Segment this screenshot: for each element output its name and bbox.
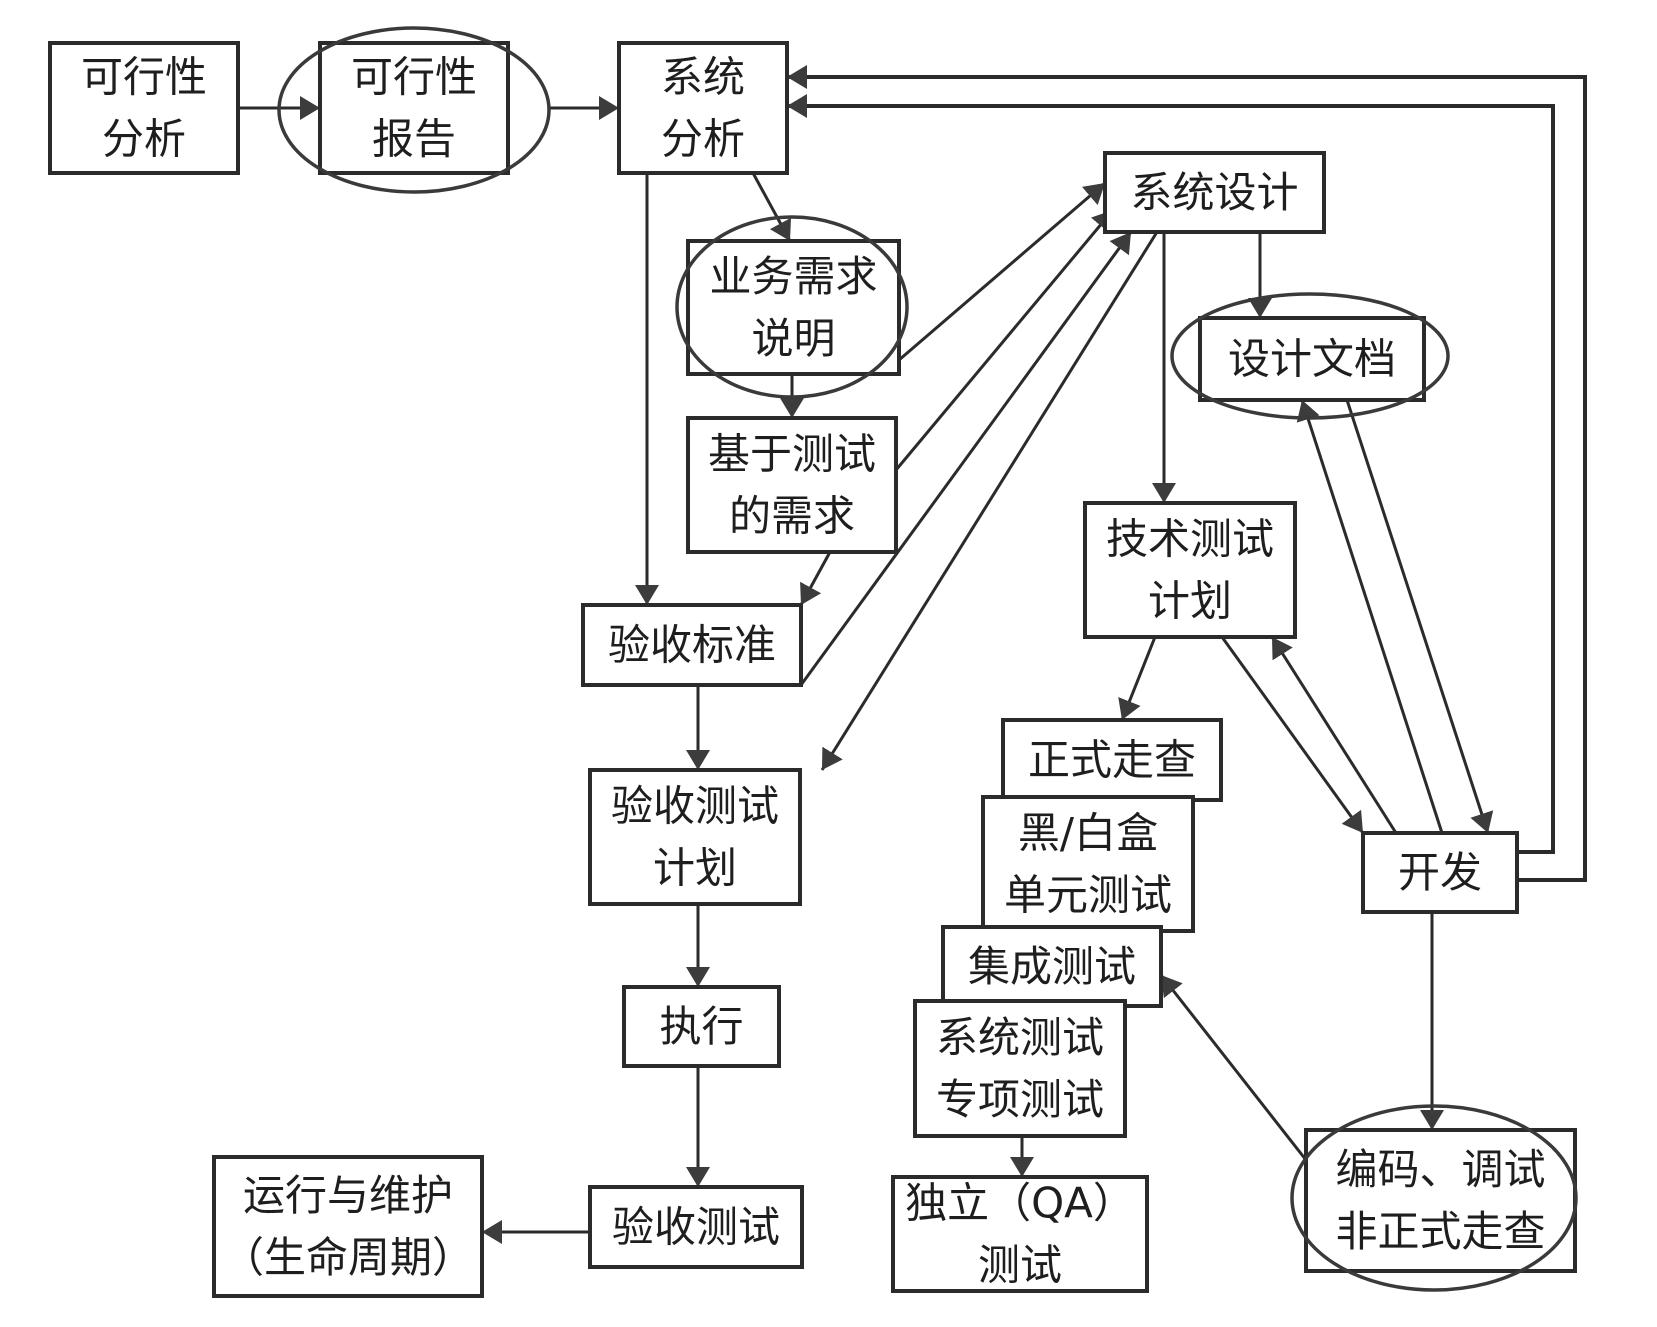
node-label-line: 系统测试 — [936, 1013, 1104, 1062]
node-label-line: 可行性 — [81, 53, 207, 102]
node-label-line: 分析 — [102, 115, 186, 164]
node-label-line: 验收标准 — [608, 621, 776, 670]
node-box — [941, 925, 1163, 1008]
node-box — [588, 1185, 804, 1269]
node-design-docs: 设计文档 — [1170, 292, 1450, 420]
edge-system-design-to-acceptance-test-plan — [820, 231, 1159, 771]
edges-layer — [238, 65, 1587, 1244]
node-independent-qa-test: 独立（QA） 测试 — [891, 1175, 1149, 1293]
node-operation-maintenance: 运行与维护 （生命周期） — [212, 1155, 484, 1298]
node-label-line: 独立（QA） — [905, 1179, 1135, 1228]
node-acceptance-test: 验收测试 — [588, 1185, 804, 1269]
node-label-line: 验收测试 — [611, 782, 779, 831]
edge-system-analysis-to-business-requirements — [751, 172, 792, 242]
node-box — [686, 239, 901, 376]
node-label-line: 验收测试 — [612, 1203, 780, 1252]
node-label-line: 报告 — [372, 115, 456, 164]
node-label-line: 集成测试 — [968, 942, 1136, 991]
node-label-line: 设计文档 — [1228, 335, 1396, 384]
node-label-line: 技术测试 — [1106, 515, 1274, 564]
node-box — [1001, 718, 1223, 802]
node-box — [1361, 831, 1519, 914]
edge-technical-test-plan-to-development — [1220, 636, 1365, 834]
node-label-line: 可行性 — [351, 53, 477, 102]
node-box — [588, 768, 802, 906]
edge-development-to-system-analysis — [787, 65, 1587, 882]
node-box — [913, 999, 1127, 1138]
node-label-line: 单元测试 — [1004, 871, 1172, 920]
node-label-line: 运行与维护 — [243, 1171, 453, 1220]
edge-coding-debugging-to-integration-test — [1159, 974, 1308, 1161]
node-formal-walkthrough: 正式走查 — [1001, 718, 1223, 802]
edge-development-to-design-docs — [1296, 399, 1444, 834]
node-development: 开发 — [1361, 831, 1519, 914]
node-label-line: 分析 — [661, 115, 745, 164]
node-label-line: 非正式走查 — [1335, 1207, 1545, 1256]
node-label-line: 计划 — [1148, 577, 1232, 626]
node-label-line: 正式走查 — [1028, 736, 1196, 785]
node-label-line: 业务需求 — [709, 252, 877, 301]
edge-development-to-technical-test-plan — [1270, 636, 1398, 834]
edge-design-docs-to-development — [1345, 399, 1494, 834]
node-box — [1304, 1128, 1577, 1273]
node-label-line: 基于测试 — [708, 430, 876, 479]
node-box — [891, 1175, 1149, 1293]
node-label-line: 系统 — [661, 53, 745, 102]
edge-test-based-requirements-to-system-design — [894, 209, 1115, 471]
node-label-line: 执行 — [659, 1002, 743, 1051]
edge-technical-test-plan-to-formal-walkthrough — [1118, 636, 1157, 721]
deliverable-ellipse — [675, 215, 909, 399]
node-box — [622, 985, 781, 1068]
node-integration-test: 集成测试 — [941, 925, 1163, 1008]
edge-test-based-requirements-to-acceptance-criteria — [799, 551, 832, 606]
node-label-line: （生命周期） — [222, 1233, 474, 1282]
node-label-line: 测试 — [978, 1241, 1062, 1290]
node-system-design: 系统设计 — [1103, 151, 1326, 234]
node-box — [1103, 151, 1326, 234]
node-box — [1198, 316, 1426, 402]
node-box — [981, 795, 1195, 933]
node-label-line: 黑/白盒 — [1018, 809, 1158, 858]
node-execute: 执行 — [622, 985, 781, 1068]
node-label-line: 编码、调试 — [1335, 1145, 1545, 1194]
node-box — [686, 416, 898, 554]
node-label-line: 的需求 — [729, 492, 855, 541]
edge-business-requirements-to-system-design — [898, 181, 1106, 362]
node-box — [48, 41, 240, 175]
edge-development-to-system-analysis — [787, 94, 1555, 854]
node-box — [212, 1155, 484, 1298]
nodes-layer: 可行性分析可行性报告系统分析业务需求说明基于测试的需求验收标准验收测试计划执行验… — [48, 26, 1578, 1298]
deliverable-ellipse — [1290, 1104, 1578, 1292]
node-box — [1083, 501, 1297, 639]
deliverable-ellipse — [1170, 292, 1450, 420]
node-box — [581, 603, 803, 687]
node-acceptance-criteria: 验收标准 — [581, 603, 803, 687]
deliverable-ellipse — [277, 26, 551, 194]
node-label-line: 开发 — [1398, 848, 1482, 897]
node-label-line: 说明 — [751, 314, 835, 363]
node-label-line: 系统设计 — [1130, 168, 1298, 217]
node-label-line: 专项测试 — [936, 1075, 1104, 1124]
node-box — [318, 41, 510, 175]
node-box — [617, 41, 789, 175]
node-label-line: 计划 — [653, 844, 737, 893]
edge-acceptance-criteria-to-system-design — [799, 231, 1133, 686]
